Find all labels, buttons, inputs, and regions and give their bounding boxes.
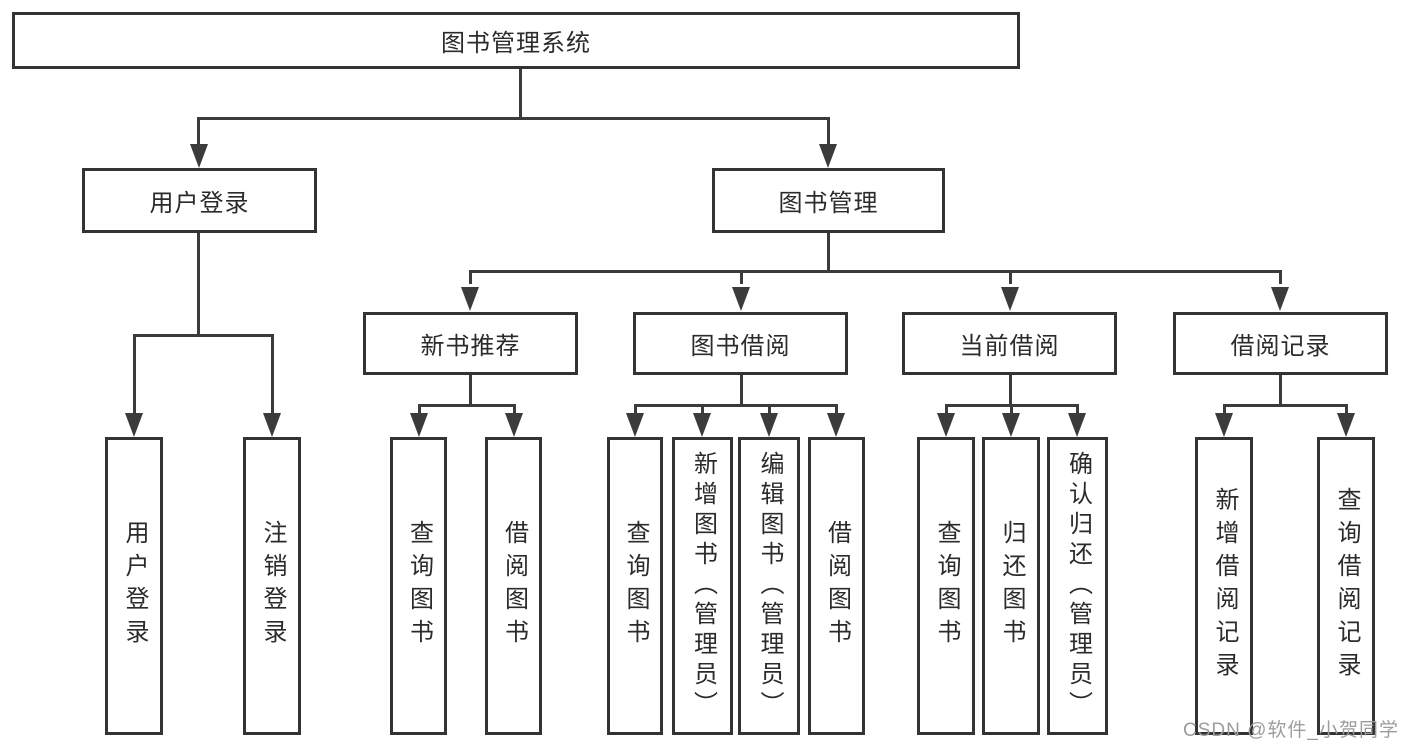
node-book-borrow: 图书借阅 — [633, 312, 848, 375]
connector-userlogin-hline — [133, 334, 274, 337]
node-borrow-records: 借阅记录 — [1173, 312, 1388, 375]
leaf-query-books: 查询图书 — [607, 437, 663, 735]
node-label: 查询图书 — [405, 520, 433, 652]
connector-leaf-stem — [835, 404, 838, 415]
arrow-down-icon — [410, 413, 428, 437]
connector-leaf-stem — [271, 334, 274, 414]
node-label: 借阅图书 — [500, 520, 528, 652]
arrow-down-icon — [819, 144, 837, 168]
node-label: 图书借阅 — [690, 333, 791, 360]
arrow-down-icon — [461, 287, 479, 311]
leaf-query-borrow-record: 查询借阅记录 — [1317, 437, 1375, 735]
connector-bookmgmt-hline — [469, 270, 1282, 273]
arrow-down-icon — [1337, 413, 1355, 437]
node-label: 图书管理系统 — [441, 30, 591, 57]
arrow-down-icon — [626, 413, 644, 437]
connector-leaf-stem — [1076, 404, 1079, 415]
arrow-down-icon — [505, 413, 523, 437]
connector-leaf-stem — [513, 404, 516, 415]
leaf-add-borrow-record: 新增借阅记录 — [1195, 437, 1253, 735]
arrow-down-icon — [937, 413, 955, 437]
leaf-edit-books-admin: 编辑图书（管理员） — [738, 437, 800, 735]
arrow-down-icon — [1068, 413, 1086, 437]
connector-section-stem — [469, 270, 472, 284]
connector-bookmgmt-stem — [827, 117, 830, 146]
node-user-login: 用户登录 — [82, 168, 317, 233]
connector-section-stem — [1009, 270, 1012, 284]
connector-leaf-stem — [768, 404, 771, 415]
node-current-borrow: 当前借阅 — [902, 312, 1117, 375]
leaf-query-books: 查询图书 — [917, 437, 975, 735]
arrow-down-icon — [827, 413, 845, 437]
arrow-down-icon — [693, 413, 711, 437]
node-label: 新增图书（管理员） — [689, 451, 717, 721]
leaf-add-books-admin: 新增图书（管理员） — [672, 437, 733, 735]
node-label: 图书管理 — [778, 190, 879, 217]
leaf-return-books: 归还图书 — [982, 437, 1040, 735]
connector-leaf-stem — [1010, 404, 1013, 415]
connector-section-stem — [1279, 270, 1282, 284]
leaf-borrow-books: 借阅图书 — [808, 437, 865, 735]
connector-leaf-stem — [133, 334, 136, 414]
arrow-down-icon — [732, 287, 750, 311]
connector-userlogin-stem — [197, 117, 200, 146]
arrow-down-icon — [125, 413, 143, 437]
arrow-down-icon — [263, 413, 281, 437]
connector-userlogin-down — [197, 233, 200, 337]
connector-leaf-stem — [945, 404, 948, 415]
connector-borrow-hline — [634, 404, 837, 407]
arrow-down-icon — [1215, 413, 1233, 437]
node-label: 查询借阅记录 — [1333, 487, 1360, 685]
node-label: 借阅图书 — [823, 520, 851, 652]
leaf-confirm-return-admin: 确认归还（管理员） — [1047, 437, 1108, 735]
node-label: 用户登录 — [121, 520, 148, 652]
connector-newbook-hline — [418, 404, 516, 407]
arrow-down-icon — [760, 413, 778, 437]
connector-leaf-stem — [1345, 404, 1348, 415]
connector-records-down — [1279, 375, 1282, 407]
node-label: 编辑图书（管理员） — [756, 451, 783, 721]
node-label: 新增借阅记录 — [1211, 487, 1238, 685]
node-label: 新书推荐 — [420, 333, 521, 360]
connector-bookmgmt-down — [827, 233, 830, 273]
connector-current-down — [1009, 375, 1012, 407]
node-label: 查询图书 — [622, 520, 649, 652]
connector-newbook-down — [469, 375, 472, 407]
connector-root-stem — [519, 69, 522, 120]
connector-leaf-stem — [1223, 404, 1226, 415]
arrow-down-icon — [1001, 287, 1019, 311]
node-label: 归还图书 — [998, 520, 1025, 652]
node-root-system: 图书管理系统 — [12, 12, 1020, 69]
node-label: 查询图书 — [933, 520, 960, 652]
csdn-watermark: CSDN @软件_小贺同学 — [1183, 720, 1399, 741]
arrow-down-icon — [1271, 287, 1289, 311]
connector-leaf-stem — [634, 404, 637, 415]
node-label: 当前借阅 — [959, 333, 1060, 360]
node-label: 确认归还（管理员） — [1064, 451, 1092, 721]
connector-leaf-stem — [418, 404, 421, 415]
node-book-management: 图书管理 — [712, 168, 945, 233]
connector-borrow-down — [740, 375, 743, 407]
connector-root-hline — [197, 117, 830, 120]
node-label: 用户登录 — [149, 190, 250, 217]
connector-records-hline — [1223, 404, 1347, 407]
leaf-query-books: 查询图书 — [390, 437, 447, 735]
connector-section-stem — [740, 270, 743, 284]
connector-leaf-stem — [701, 404, 704, 415]
arrow-down-icon — [190, 144, 208, 168]
node-label: 注销登录 — [259, 520, 286, 652]
leaf-logout: 注销登录 — [243, 437, 301, 735]
leaf-user-login: 用户登录 — [105, 437, 163, 735]
node-label: 借阅记录 — [1230, 333, 1331, 360]
arrow-down-icon — [1002, 413, 1020, 437]
leaf-borrow-books: 借阅图书 — [485, 437, 542, 735]
node-new-book-recommend: 新书推荐 — [363, 312, 578, 375]
